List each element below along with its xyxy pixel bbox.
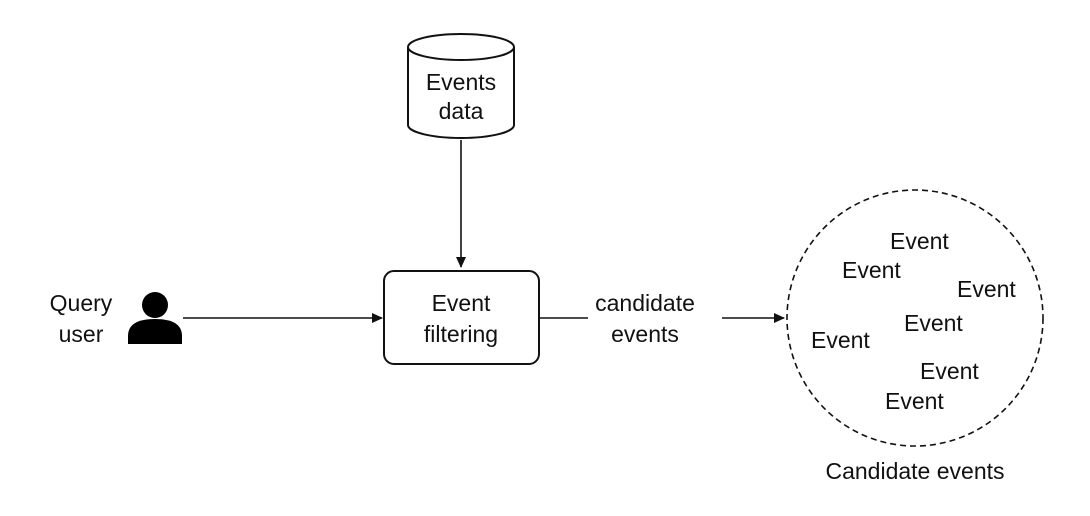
- candidate-event-item: Event: [885, 388, 944, 414]
- filter-box-rect: [383, 270, 540, 365]
- candidate-event-item: Event: [904, 310, 963, 336]
- filter-box-label-line2: filtering: [424, 321, 498, 347]
- person-icon: [128, 292, 182, 344]
- query-user-label-line1: Query: [50, 290, 113, 316]
- edge-label-line1: candidate: [595, 290, 695, 316]
- events-data-database: Events data: [407, 33, 515, 139]
- query-user: Query user: [50, 290, 182, 347]
- candidate-pool-circle: [786, 189, 1044, 447]
- database-label-line2: data: [439, 98, 484, 124]
- candidate-event-item: Event: [890, 228, 949, 254]
- candidate-events-caption: Candidate events: [825, 458, 1004, 484]
- database-body: [407, 47, 515, 139]
- candidate-event-item: Event: [920, 358, 979, 384]
- candidate-event-item: Event: [811, 327, 870, 353]
- candidate-events-pool: Event Event Event Event Event Event Even…: [786, 189, 1044, 447]
- edge-label-line2: events: [611, 321, 679, 347]
- candidate-event-item: Event: [957, 276, 1016, 302]
- query-user-label-line2: user: [59, 321, 104, 347]
- database-top: [407, 33, 515, 61]
- candidate-event-item: Event: [842, 257, 901, 283]
- database-label-line1: Events: [426, 69, 496, 95]
- filter-box-label-line1: Event: [432, 290, 491, 316]
- event-filtering-box: Event filtering: [383, 270, 540, 365]
